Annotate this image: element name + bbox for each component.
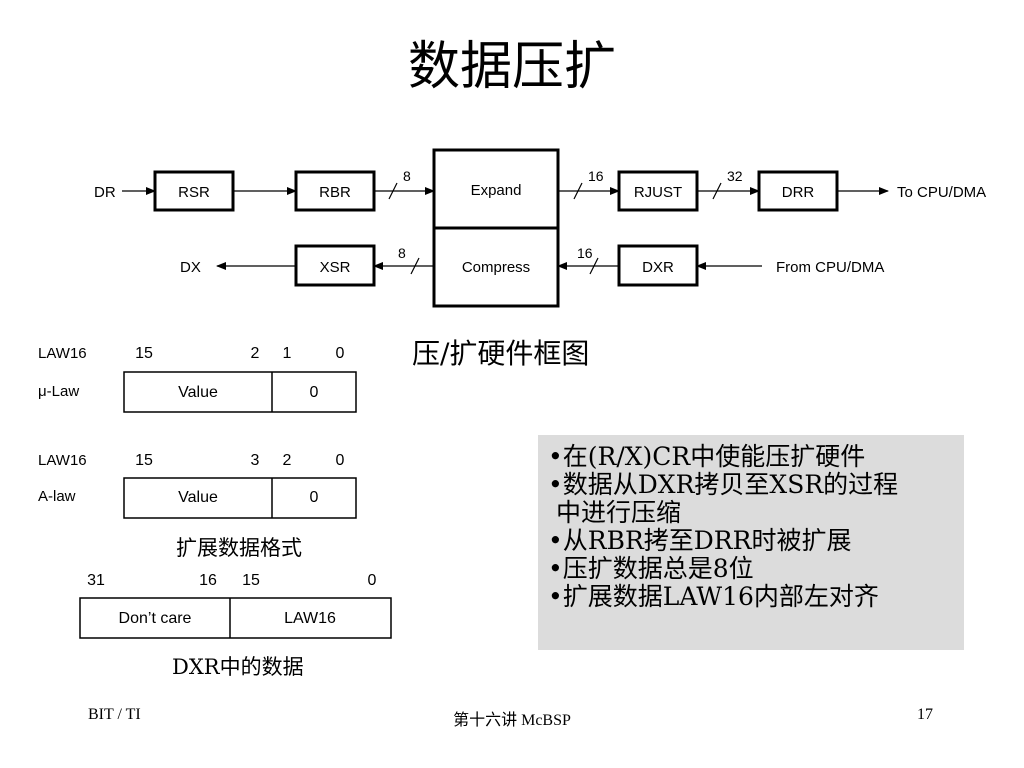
a-law-zero-field: 0 [310, 489, 319, 506]
xsr-label: XSR [320, 259, 351, 276]
dxr-bit-31: 31 [87, 572, 105, 589]
rjust-block [617, 170, 699, 212]
note-item: •扩展数据LAW16内部左对齐 [548, 582, 879, 611]
mu-law-zero-field: 0 [310, 384, 319, 401]
mu-law-bit-2: 2 [251, 345, 260, 362]
footer-center: 第十六讲 McBSP [453, 712, 571, 729]
dx-label: DX [180, 259, 201, 276]
mu-law-format-label: μ-Law [38, 383, 79, 400]
block-diagram-caption: 压/扩硬件框图 [412, 337, 590, 370]
a-law-bit-0: 0 [336, 452, 345, 469]
bus-slash-16-bottom [589, 257, 599, 275]
dxr-dont-care-field: Don’t care [119, 610, 192, 627]
xsr-block [294, 244, 376, 287]
mu-law-bit-0: 0 [336, 345, 345, 362]
drr-block [757, 170, 839, 212]
compress-label: Compress [462, 259, 530, 276]
dxr-bit-16: 16 [199, 572, 217, 589]
dxr-block [617, 244, 699, 287]
expand-block [432, 148, 560, 230]
rbr-label: RBR [319, 184, 351, 201]
bus-slash-8-bottom [410, 257, 420, 275]
bus-slash-8-top [388, 182, 398, 200]
dxr-field-box [79, 597, 392, 639]
slide-title: 数据压扩 [407, 37, 616, 97]
expand-format-caption: 扩展数据格式 [176, 536, 302, 560]
a-law-format-label: A-law [38, 488, 76, 505]
from-cpu-dma-label: From CPU/DMA [776, 259, 884, 276]
footer-page-number: 17 [917, 706, 933, 723]
to-cpu-dma-label: To CPU/DMA [897, 184, 986, 201]
note-item: •在(R/X)CR中使能压扩硬件 [548, 442, 866, 471]
dxr-bit-15: 15 [242, 572, 260, 589]
bus-width-8-bottom: 8 [398, 245, 406, 261]
mu-law-value-field: Value [178, 384, 218, 401]
bus-slash-16-top [573, 182, 583, 200]
bus-width-16-bottom: 16 [577, 245, 593, 261]
notes-box: •在(R/X)CR中使能压扩硬件 •数据从DXR拷贝至XSR的过程 中进行压缩 … [538, 435, 964, 650]
a-law-value-field: Value [178, 489, 218, 506]
bus-width-32: 32 [727, 168, 743, 184]
note-item: 中进行压缩 [548, 498, 681, 527]
dr-label: DR [94, 184, 116, 201]
compress-block [432, 226, 560, 308]
mu-law-bit-1: 1 [283, 345, 292, 362]
bus-slash-32 [712, 182, 722, 200]
note-item: •数据从DXR拷贝至XSR的过程 [548, 470, 899, 499]
dxr-label: DXR [642, 259, 674, 276]
mu-law-bit-15: 15 [135, 345, 153, 362]
note-item: •从RBR拷至DRR时被扩展 [548, 526, 852, 555]
a-law-bit-3: 3 [251, 452, 260, 469]
a-law-row-label: LAW16 [38, 452, 87, 469]
rsr-block [153, 170, 235, 212]
expand-label: Expand [471, 182, 522, 199]
rjust-label: RJUST [634, 184, 682, 201]
drr-label: DRR [782, 184, 815, 201]
a-law-bit-2: 2 [283, 452, 292, 469]
note-item: •压扩数据总是8位 [548, 554, 754, 583]
dxr-law16-field: LAW16 [284, 610, 336, 627]
mu-law-row-label: LAW16 [38, 345, 87, 362]
a-law-bit-15: 15 [135, 452, 153, 469]
dxr-bit-0: 0 [368, 572, 377, 589]
footer-left: BIT / TI [88, 706, 141, 723]
bus-width-8-top: 8 [403, 168, 411, 184]
dxr-format-caption: DXR中的数据 [172, 655, 304, 679]
bus-width-16-top: 16 [588, 168, 604, 184]
a-law-field-box [123, 477, 357, 519]
rsr-label: RSR [178, 184, 210, 201]
mu-law-field-box [123, 371, 357, 413]
